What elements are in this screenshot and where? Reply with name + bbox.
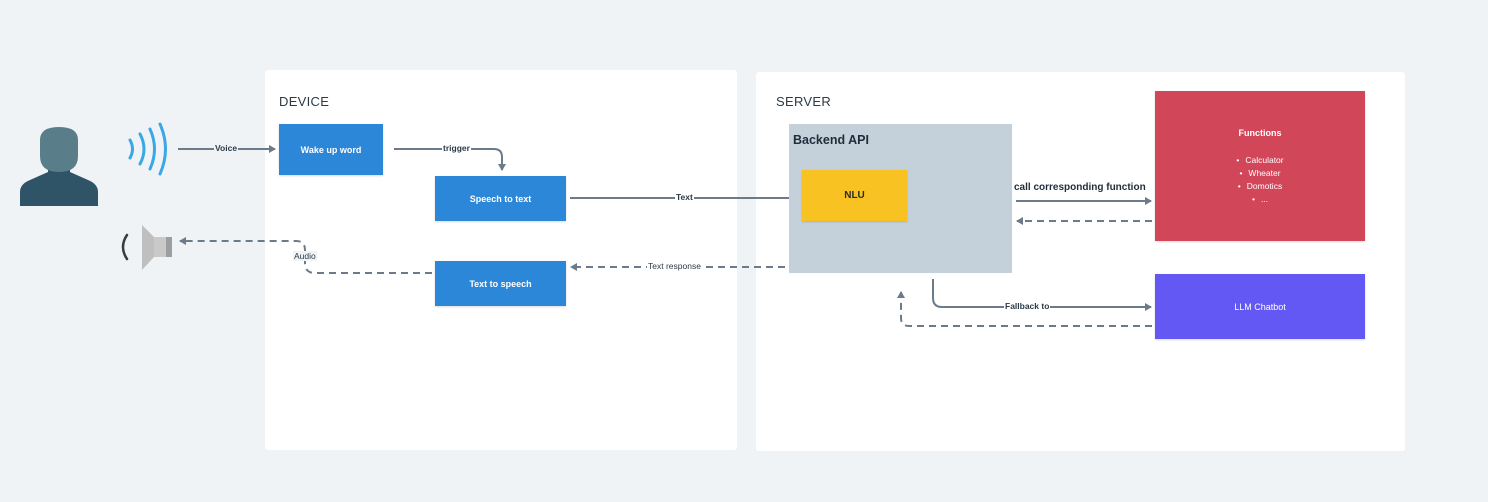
speaker-icon — [121, 225, 172, 270]
user-icon — [20, 127, 98, 206]
functions-item-calculator: Calculator — [1155, 154, 1365, 167]
fallback-arrow — [932, 279, 1152, 311]
trigger-label: trigger — [442, 143, 471, 153]
functions-node[interactable]: Functions Calculator Wheater Domotics ..… — [1155, 91, 1365, 241]
server-title: SERVER — [776, 94, 832, 109]
audio-label: Audio — [293, 251, 317, 261]
functions-list: Calculator Wheater Domotics ... — [1155, 154, 1365, 206]
functions-item-wheater: Wheater — [1155, 167, 1365, 180]
audio-arrow — [179, 237, 432, 274]
text-label: Text — [675, 192, 694, 202]
nlu-node[interactable]: NLU — [802, 170, 907, 221]
functions-title: Functions — [1238, 128, 1282, 138]
device-title: DEVICE — [279, 94, 330, 109]
trigger-arrow — [394, 148, 506, 171]
functions-item-more: ... — [1155, 193, 1365, 206]
backend-api-title: Backend API — [793, 133, 869, 147]
wake-up-word-node[interactable]: Wake up word — [279, 124, 383, 175]
speech-to-text-node[interactable]: Speech to text — [435, 176, 566, 221]
voice-label: Voice — [214, 143, 239, 153]
fallback-label: Fallback to — [1004, 301, 1051, 311]
call-function-label: call corresponding function — [1014, 182, 1146, 193]
text-to-speech-node[interactable]: Text to speech — [435, 261, 566, 306]
functions-item-domotics: Domotics — [1155, 180, 1365, 193]
llm-return-arrow — [897, 291, 1152, 327]
text-response-label: Text response — [647, 261, 702, 271]
llm-chatbot-node[interactable]: LLM Chatbot — [1155, 274, 1365, 339]
sound-waves-icon — [128, 122, 167, 176]
